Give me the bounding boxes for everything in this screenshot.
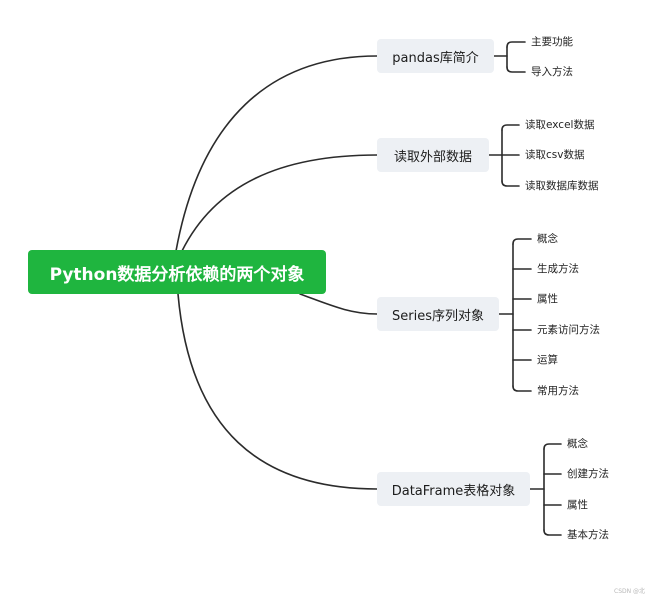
leaf-import-method[interactable]: 导入方法	[531, 66, 573, 78]
watermark: CSDN @北	[614, 588, 646, 595]
leaf-read-database[interactable]: 读取数据库数据	[525, 180, 599, 192]
leaf-dataframe-concept[interactable]: 概念	[567, 438, 588, 450]
leaf-series-attributes[interactable]: 属性	[537, 293, 558, 305]
leaf-read-excel[interactable]: 读取excel数据	[525, 119, 595, 131]
bracket-tick-dataframe-3	[543, 529, 562, 536]
connector-root-to-pandas	[175, 55, 378, 252]
connector-root-to-dataframe	[177, 293, 378, 490]
leaf-read-csv[interactable]: 读取csv数据	[525, 149, 585, 161]
bracket-tick-read-data-2	[501, 180, 520, 187]
leaf-series-creation[interactable]: 生成方法	[537, 263, 579, 275]
leaf-dataframe-basic-methods[interactable]: 基本方法	[567, 529, 609, 541]
connector-root-to-read-data	[181, 154, 378, 252]
branch-pandas-intro[interactable]: pandas库简介	[377, 39, 494, 73]
connector-root-to-series	[299, 293, 378, 315]
bracket-tick-pandas-0	[506, 41, 526, 48]
branch-series-object[interactable]: Series序列对象	[377, 297, 499, 331]
leaf-series-common-methods[interactable]: 常用方法	[537, 385, 579, 397]
bracket-tick-dataframe-0	[543, 443, 562, 450]
branch-dataframe-object[interactable]: DataFrame表格对象	[377, 472, 530, 506]
leaf-dataframe-creation[interactable]: 创建方法	[567, 468, 609, 480]
bracket-tick-series-5	[512, 385, 532, 392]
root-topic[interactable]: Python数据分析依赖的两个对象	[28, 250, 326, 294]
leaf-series-element-access[interactable]: 元素访问方法	[537, 324, 600, 336]
leaf-main-functions[interactable]: 主要功能	[531, 36, 573, 48]
leaf-series-concept[interactable]: 概念	[537, 233, 558, 245]
bracket-tick-pandas-1	[506, 66, 526, 73]
bracket-tick-series-0	[512, 238, 532, 245]
branch-read-external-data[interactable]: 读取外部数据	[377, 138, 489, 172]
bracket-tick-read-data-0	[501, 124, 520, 131]
leaf-series-operations[interactable]: 运算	[537, 354, 558, 366]
leaf-dataframe-attributes[interactable]: 属性	[567, 499, 588, 511]
